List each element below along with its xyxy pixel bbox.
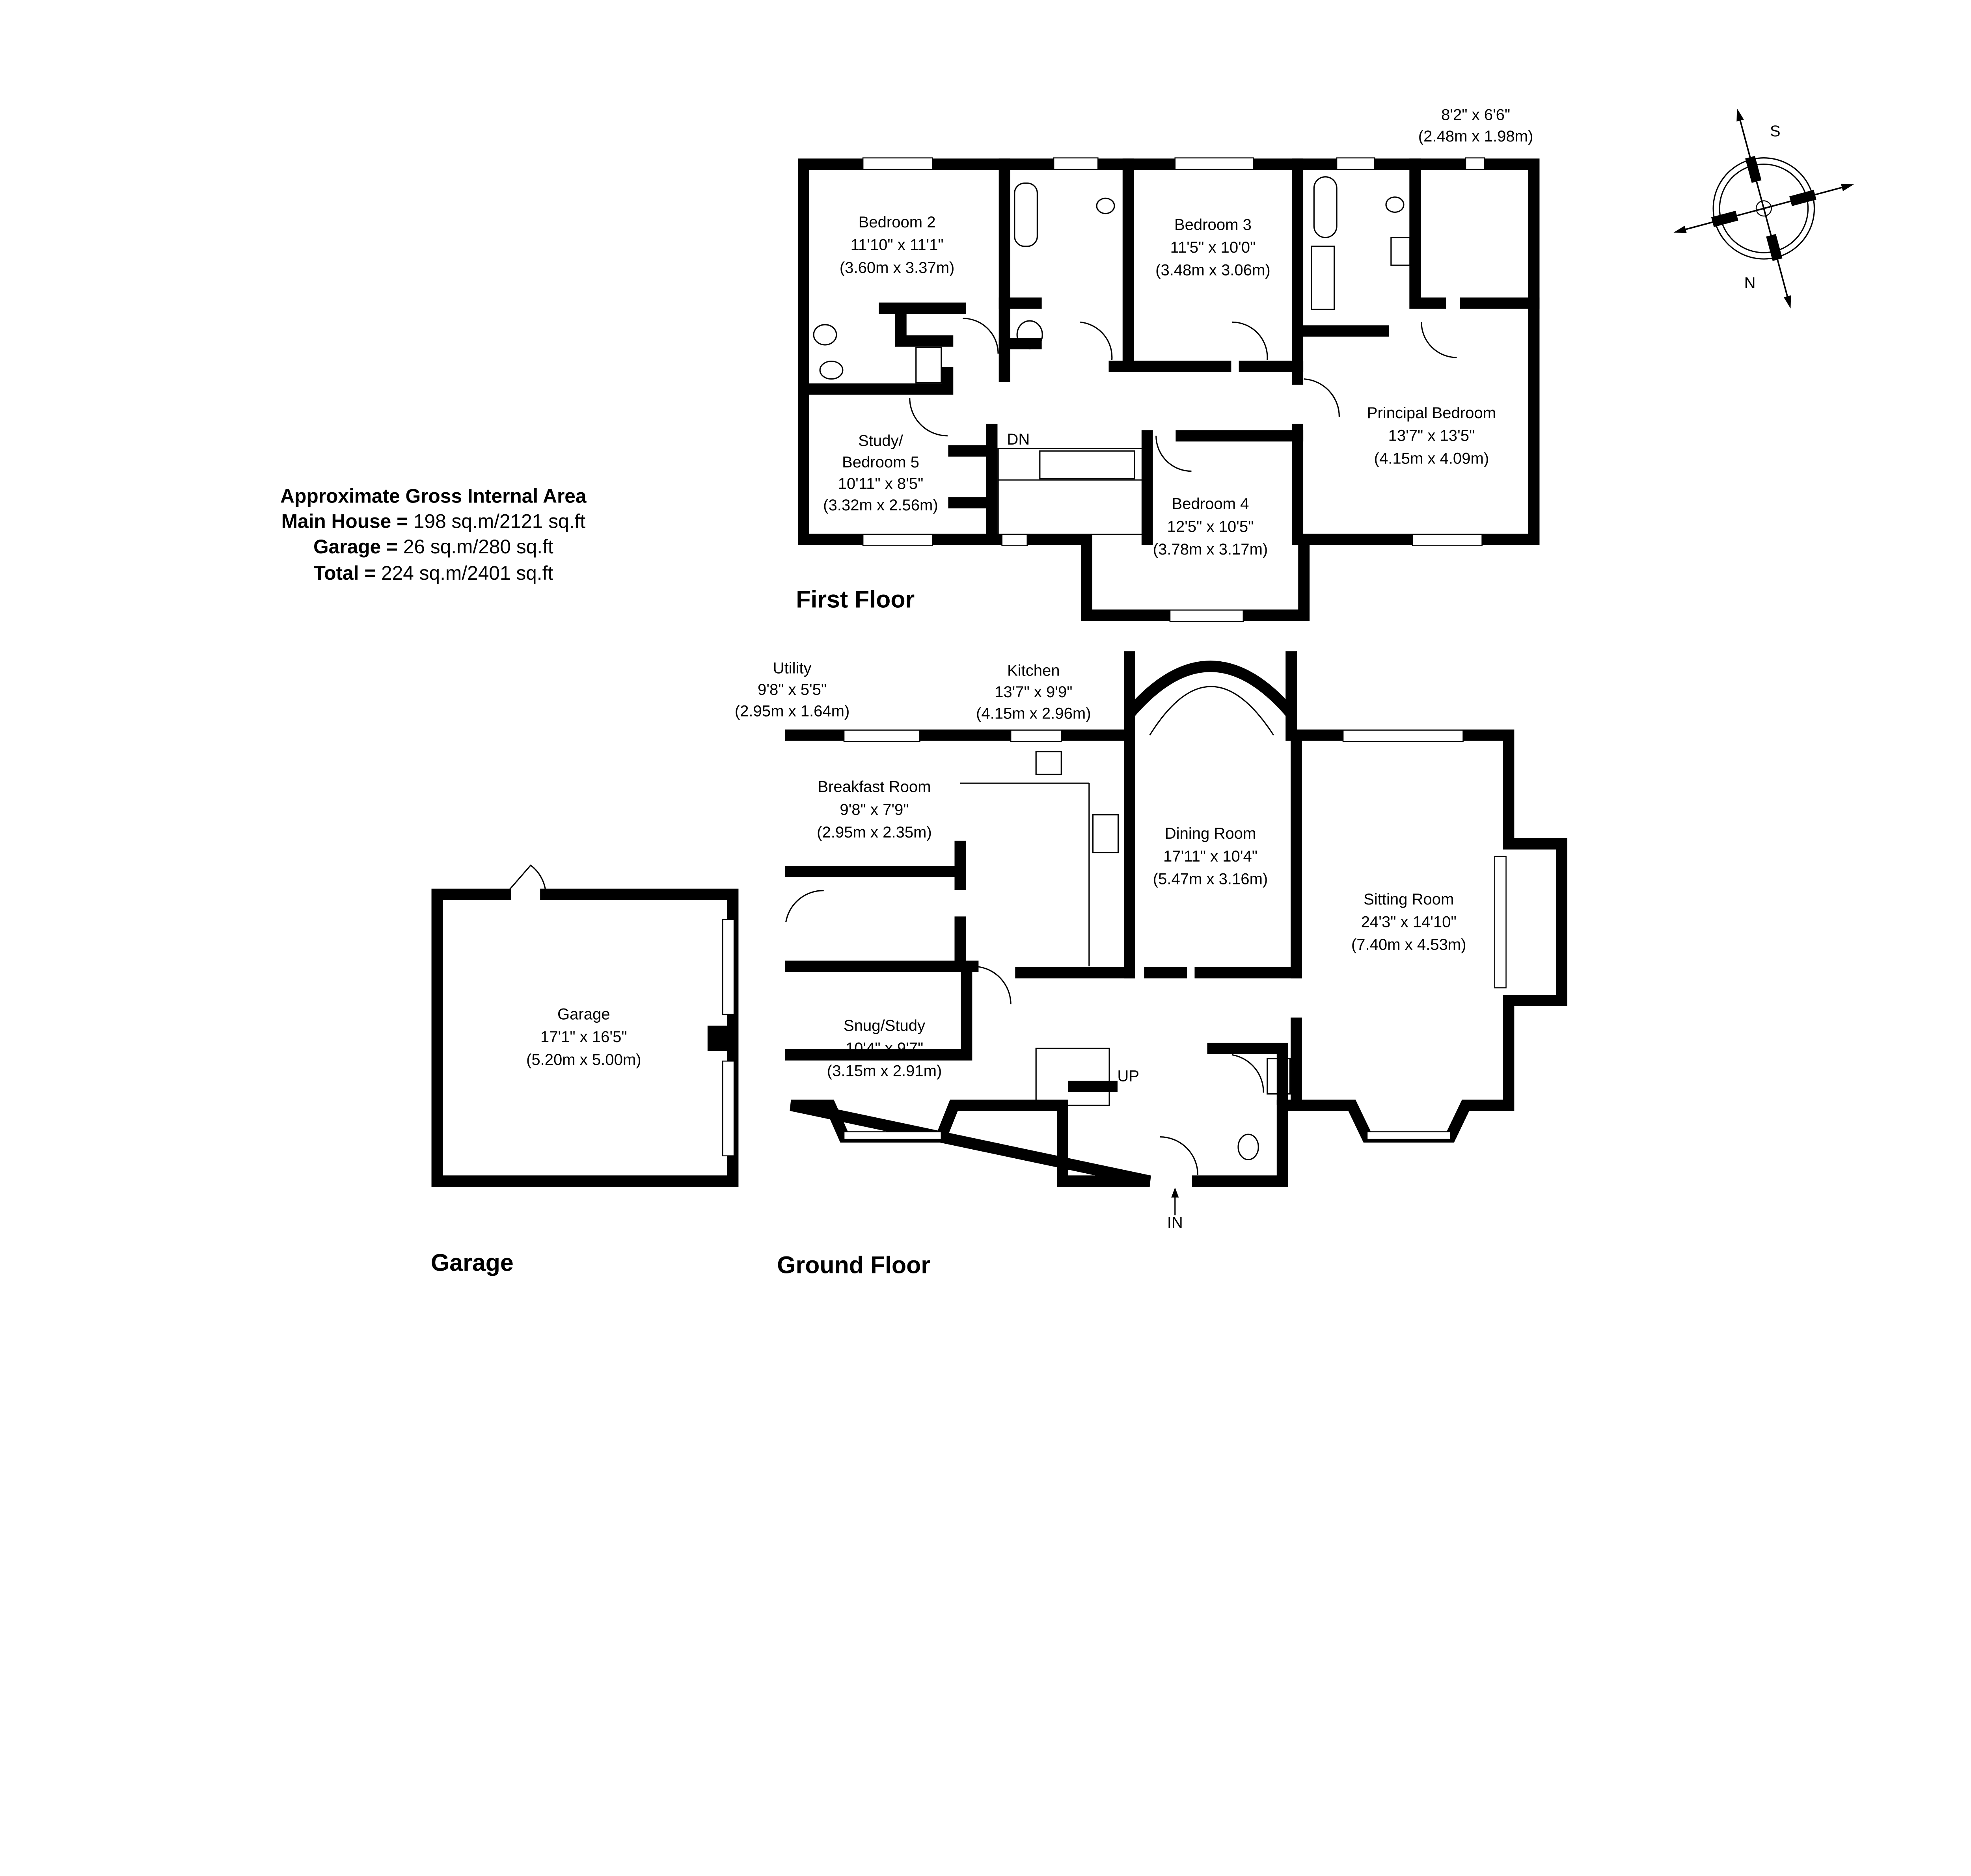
entrance-label: IN [1167,1214,1183,1231]
floor-plan: Approximate Gross Internal Area Main Hou… [280,106,1854,1279]
compass-icon [1673,108,1854,309]
stairs-up-label: UP [1117,1068,1139,1085]
area-summary: Approximate Gross Internal Area Main Hou… [280,485,587,584]
compass-south-label: S [1770,123,1781,140]
area-heading: Approximate Gross Internal Area [280,485,587,507]
garage-title: Garage [431,1249,514,1276]
area-total: Total = 224 sq.m/2401 sq.ft [314,562,553,584]
area-garage: Garage = 26 sq.m/280 sq.ft [313,536,553,558]
ground-floor-title: Ground Floor [777,1252,930,1279]
stairs-down-label: DN [1007,431,1030,448]
area-main-house: Main House = 198 sq.m/2121 sq.ft [281,510,586,532]
compass-north-label: N [1744,274,1756,292]
room-dressing-area: 8'2" x 6'6"(2.48m x 1.98m) [1418,106,1533,145]
first-floor-title: First Floor [796,586,915,613]
